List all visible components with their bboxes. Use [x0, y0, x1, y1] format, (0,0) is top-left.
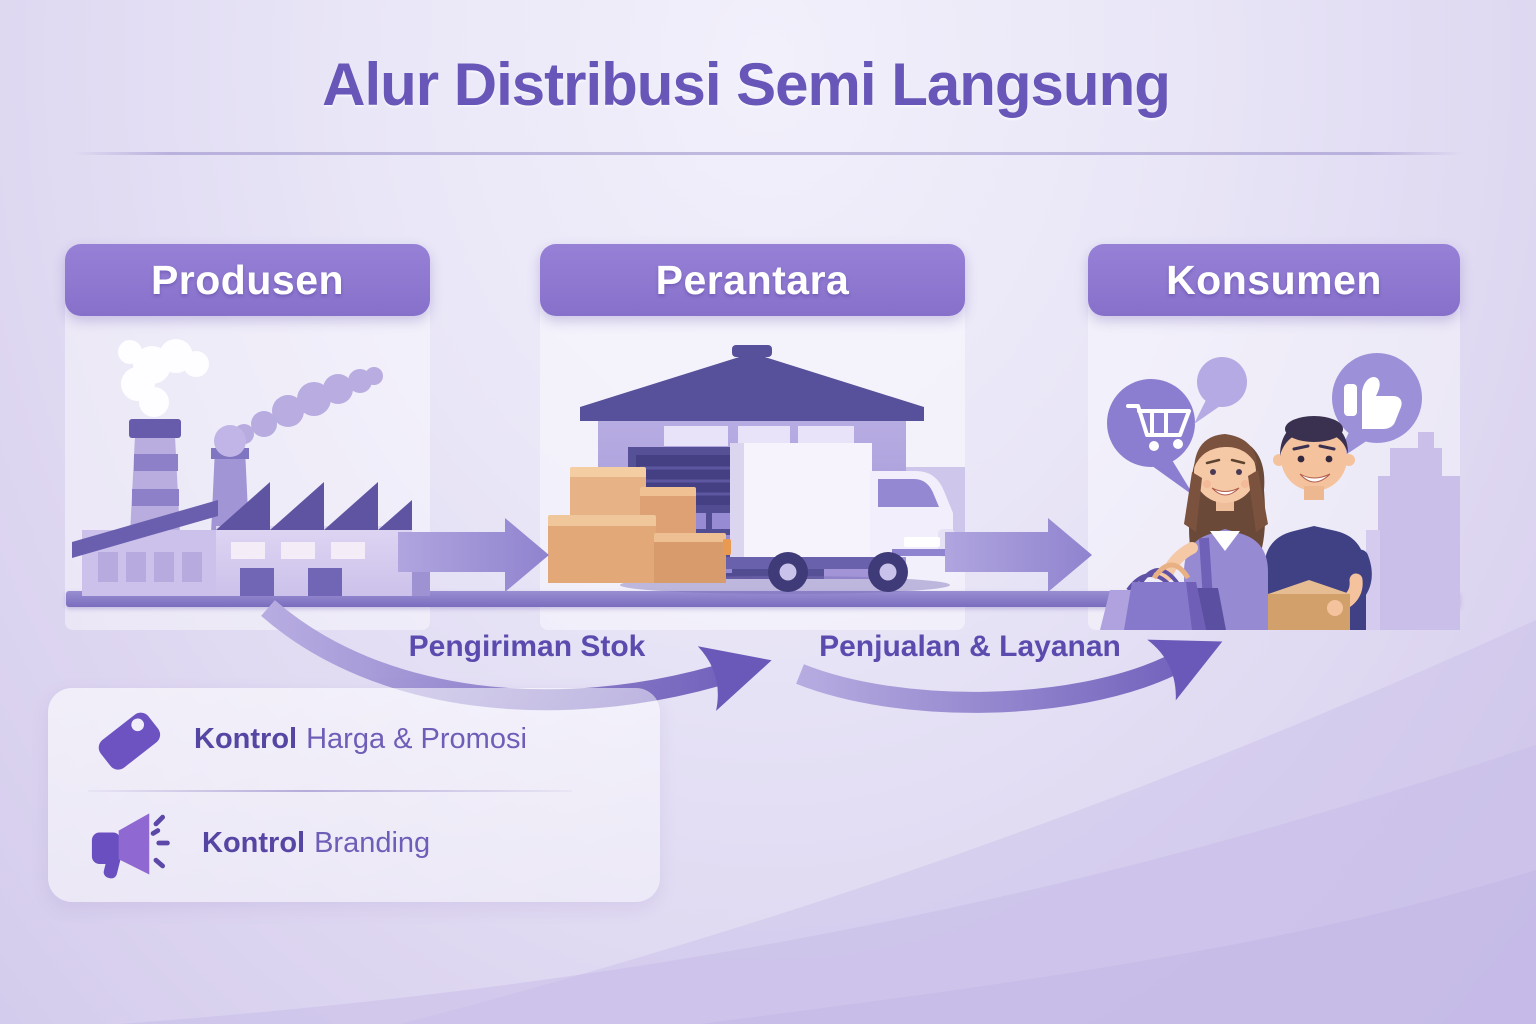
man-customer [1264, 416, 1372, 630]
cart-speech-bubble [1107, 379, 1195, 496]
factory-building-right [216, 482, 430, 596]
legend-label-bold: Kontrol [202, 826, 306, 859]
stage-pill-perantara: Perantara [540, 244, 965, 316]
stage-pill-konsumen: Konsumen [1088, 244, 1460, 316]
cardboard-boxes [548, 467, 726, 583]
page-title: Alur Distribusi Semi Langsung [322, 51, 1171, 118]
stage-label-produsen: Produsen [150, 256, 345, 303]
arrow-penjualan-layanan [796, 639, 1223, 713]
legend-label-rest: Branding [314, 826, 431, 859]
legend-divider [88, 790, 572, 792]
arrow-perantara-to-konsumen [945, 518, 1092, 592]
stage-label-konsumen: Konsumen [1166, 256, 1382, 303]
factory-illustration [72, 339, 430, 596]
arrow-produsen-to-perantara [398, 518, 549, 592]
delivery-truck [723, 443, 955, 592]
stage-label-perantara: Perantara [655, 256, 850, 303]
chat-speech-bubble [1194, 357, 1247, 424]
flow-label-pengiriman-stok: Pengiriman Stok [408, 630, 646, 663]
shopping-bags [1100, 562, 1226, 630]
title-divider [72, 152, 1464, 155]
factory-chimney-large [129, 419, 181, 534]
megaphone-icon [91, 813, 170, 879]
stage-pill-produsen: Produsen [65, 244, 430, 316]
thumbs-up-icon [1344, 376, 1402, 429]
legend-label-rest: Harga & Promosi [306, 722, 527, 755]
price-tag-icon [98, 712, 161, 770]
package-box [1268, 580, 1350, 594]
flow-label-penjualan-layanan: Penjualan & Layanan [819, 630, 1121, 663]
factory-building-left [72, 500, 218, 596]
customers-illustration [1100, 353, 1460, 630]
background-buildings [1366, 432, 1460, 630]
shopping-cart-icon [1126, 404, 1191, 437]
warehouse-truck-illustration [548, 345, 965, 594]
smoke-white-icon [118, 339, 209, 417]
legend-label-bold: Kontrol [194, 722, 298, 755]
